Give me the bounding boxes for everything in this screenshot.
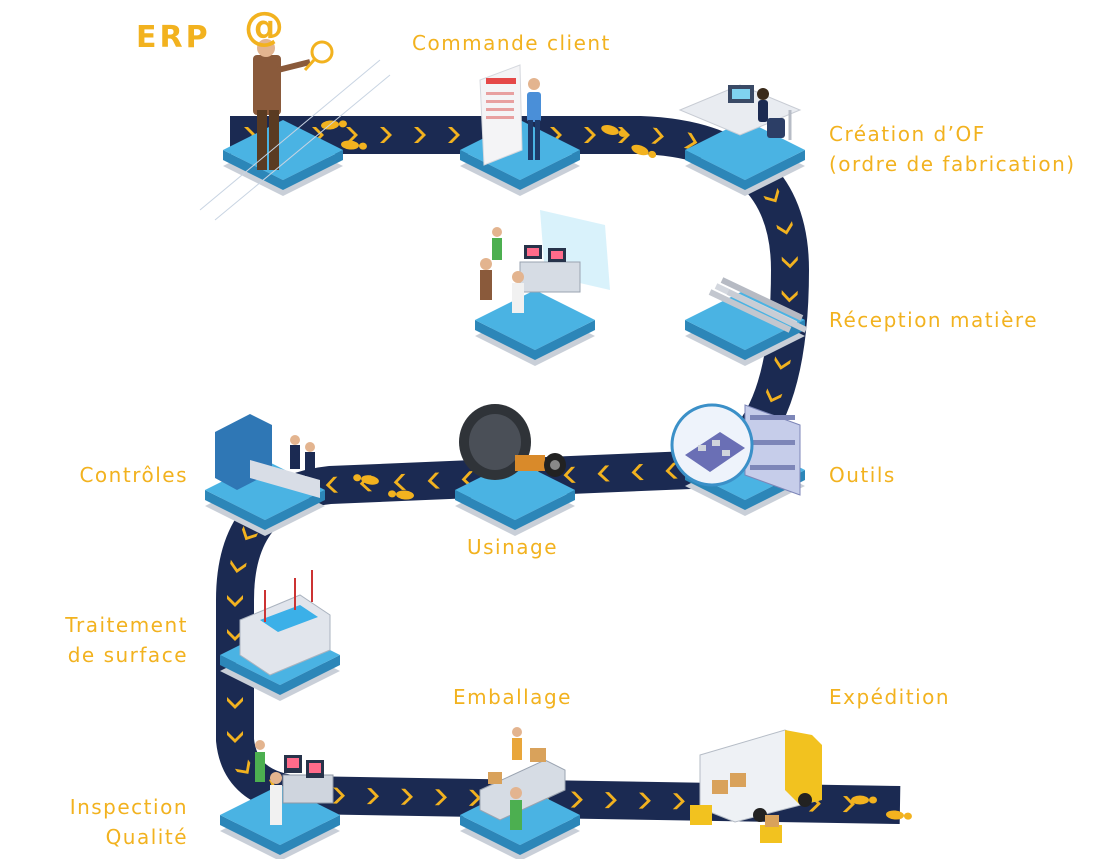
delivery-truck-icon bbox=[690, 729, 822, 843]
step-label-emballage: Emballage bbox=[453, 685, 572, 709]
forklift-icon bbox=[690, 805, 782, 843]
office-desk-icon bbox=[678, 84, 802, 140]
tool-storage-icon bbox=[670, 403, 801, 496]
step-label-traitement-line2: de surface bbox=[67, 643, 188, 667]
step-label-traitement-line1: Traitement bbox=[65, 613, 188, 637]
step-label-usinage: Usinage bbox=[467, 535, 559, 559]
step-label-outils: Outils bbox=[829, 463, 896, 487]
quality-inspection-icon bbox=[255, 740, 334, 825]
step-label-traitement-surface: Traitement de surface bbox=[20, 610, 188, 670]
step-label-creation-line1: Création d’OF bbox=[829, 122, 986, 146]
customer-order-icon bbox=[479, 64, 541, 166]
step-label-creation-line2: (ordre de fabrication) bbox=[829, 152, 1076, 176]
packing-icon bbox=[479, 727, 566, 830]
surface-treatment-icon bbox=[239, 570, 331, 676]
step-label-inspection-line2: Qualité bbox=[105, 825, 188, 849]
inspection-conveyor-icon bbox=[215, 414, 320, 498]
platform-erp bbox=[223, 120, 343, 196]
control-room-icon bbox=[480, 210, 610, 313]
workers-icon bbox=[480, 227, 524, 313]
at-icon: @ bbox=[244, 4, 284, 50]
platform-control-room bbox=[475, 290, 595, 366]
step-label-inspection-qualite: Inspection Qualité bbox=[20, 792, 188, 852]
step-label-creation-of: Création d’OF (ordre de fabrication) bbox=[829, 119, 1076, 179]
raw-material-icon bbox=[708, 277, 808, 333]
machining-icon bbox=[459, 404, 566, 480]
step-label-reception-matiere: Réception matière bbox=[829, 308, 1038, 332]
erp-analyst-icon bbox=[199, 39, 391, 221]
platform-usinage bbox=[455, 460, 575, 536]
step-label-commande-client: Commande client bbox=[412, 31, 611, 55]
step-label-expedition: Expédition bbox=[829, 685, 951, 709]
step-label-controles: Contrôles bbox=[79, 463, 188, 487]
step-label-inspection-line1: Inspection bbox=[69, 795, 188, 819]
erp-label: ERP bbox=[136, 20, 211, 55]
